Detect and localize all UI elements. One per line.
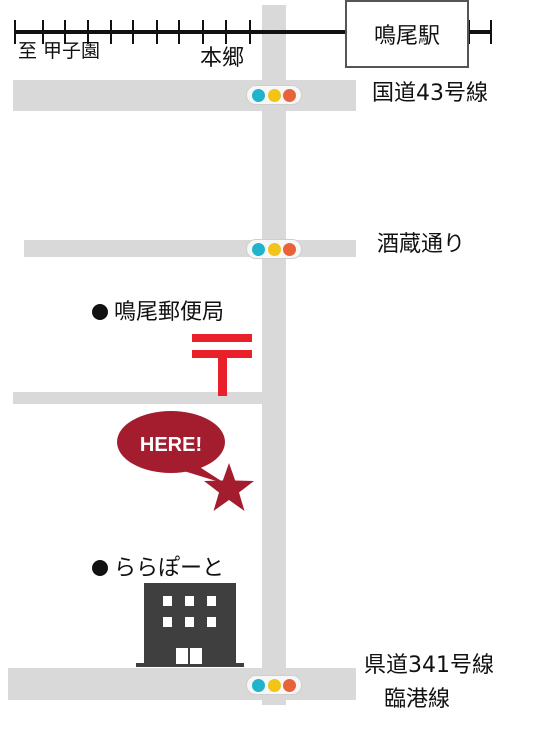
- main-vertical-road: [262, 5, 286, 705]
- signal-blue-lamp: [252, 88, 266, 102]
- signal-blue-lamp: [252, 242, 266, 256]
- signal-red-lamp: [282, 678, 296, 692]
- sakagura-road: [24, 240, 356, 257]
- lalaport-label: ららぽーと: [92, 558, 224, 580]
- building-icon: [136, 583, 244, 667]
- station-box: 鳴尾駅: [345, 0, 469, 68]
- bullet-dot-icon: [92, 560, 108, 576]
- railway-tie: [178, 20, 180, 44]
- station-name: 鳴尾駅: [373, 24, 440, 49]
- railway-tie: [468, 20, 470, 44]
- railway-tie: [156, 20, 158, 44]
- star-marker-icon: [204, 463, 254, 511]
- railway-tie: [110, 20, 112, 44]
- here-label: HERE!: [140, 434, 202, 456]
- railway-tie: [87, 20, 89, 44]
- railway-tie: [202, 20, 204, 44]
- railway-tie: [14, 20, 16, 44]
- railway-line: [14, 30, 492, 34]
- bullet-dot-icon: [92, 304, 108, 320]
- railway-tie: [490, 20, 492, 44]
- direction-label: 至 甲子園: [18, 40, 101, 62]
- route341-road: [8, 668, 356, 700]
- route43-label: 国道43号線: [372, 81, 488, 106]
- side-road: [13, 392, 275, 404]
- signal-red-lamp: [282, 242, 296, 256]
- area-label: 本郷: [200, 46, 245, 71]
- railway-tie: [225, 20, 227, 44]
- railway-tie: [64, 20, 66, 44]
- signal-red-lamp: [282, 88, 296, 102]
- railway-tie: [132, 20, 134, 44]
- japan-post-mark-icon: [192, 334, 252, 396]
- lalaport-name: ららぽーと: [114, 556, 225, 581]
- here-speech-bubble: HERE!: [117, 411, 226, 484]
- route341-label: 県道341号線: [364, 653, 494, 678]
- signal-yellow-lamp: [267, 242, 281, 256]
- railway-tie: [42, 20, 44, 44]
- post-office-name: 鳴尾郵便局: [114, 300, 225, 325]
- railway-tie: [249, 20, 251, 44]
- signal-yellow-lamp: [267, 678, 281, 692]
- rinko-label: 臨港線: [384, 687, 451, 712]
- signal-sakagura: [246, 239, 302, 259]
- signal-route43: [246, 85, 302, 105]
- post-office-label: 鳴尾郵便局: [92, 302, 224, 324]
- signal-route341: [246, 675, 302, 695]
- signal-blue-lamp: [252, 678, 266, 692]
- route43-road: [13, 80, 356, 111]
- signal-yellow-lamp: [267, 88, 281, 102]
- sakagura-label: 酒蔵通り: [377, 232, 466, 257]
